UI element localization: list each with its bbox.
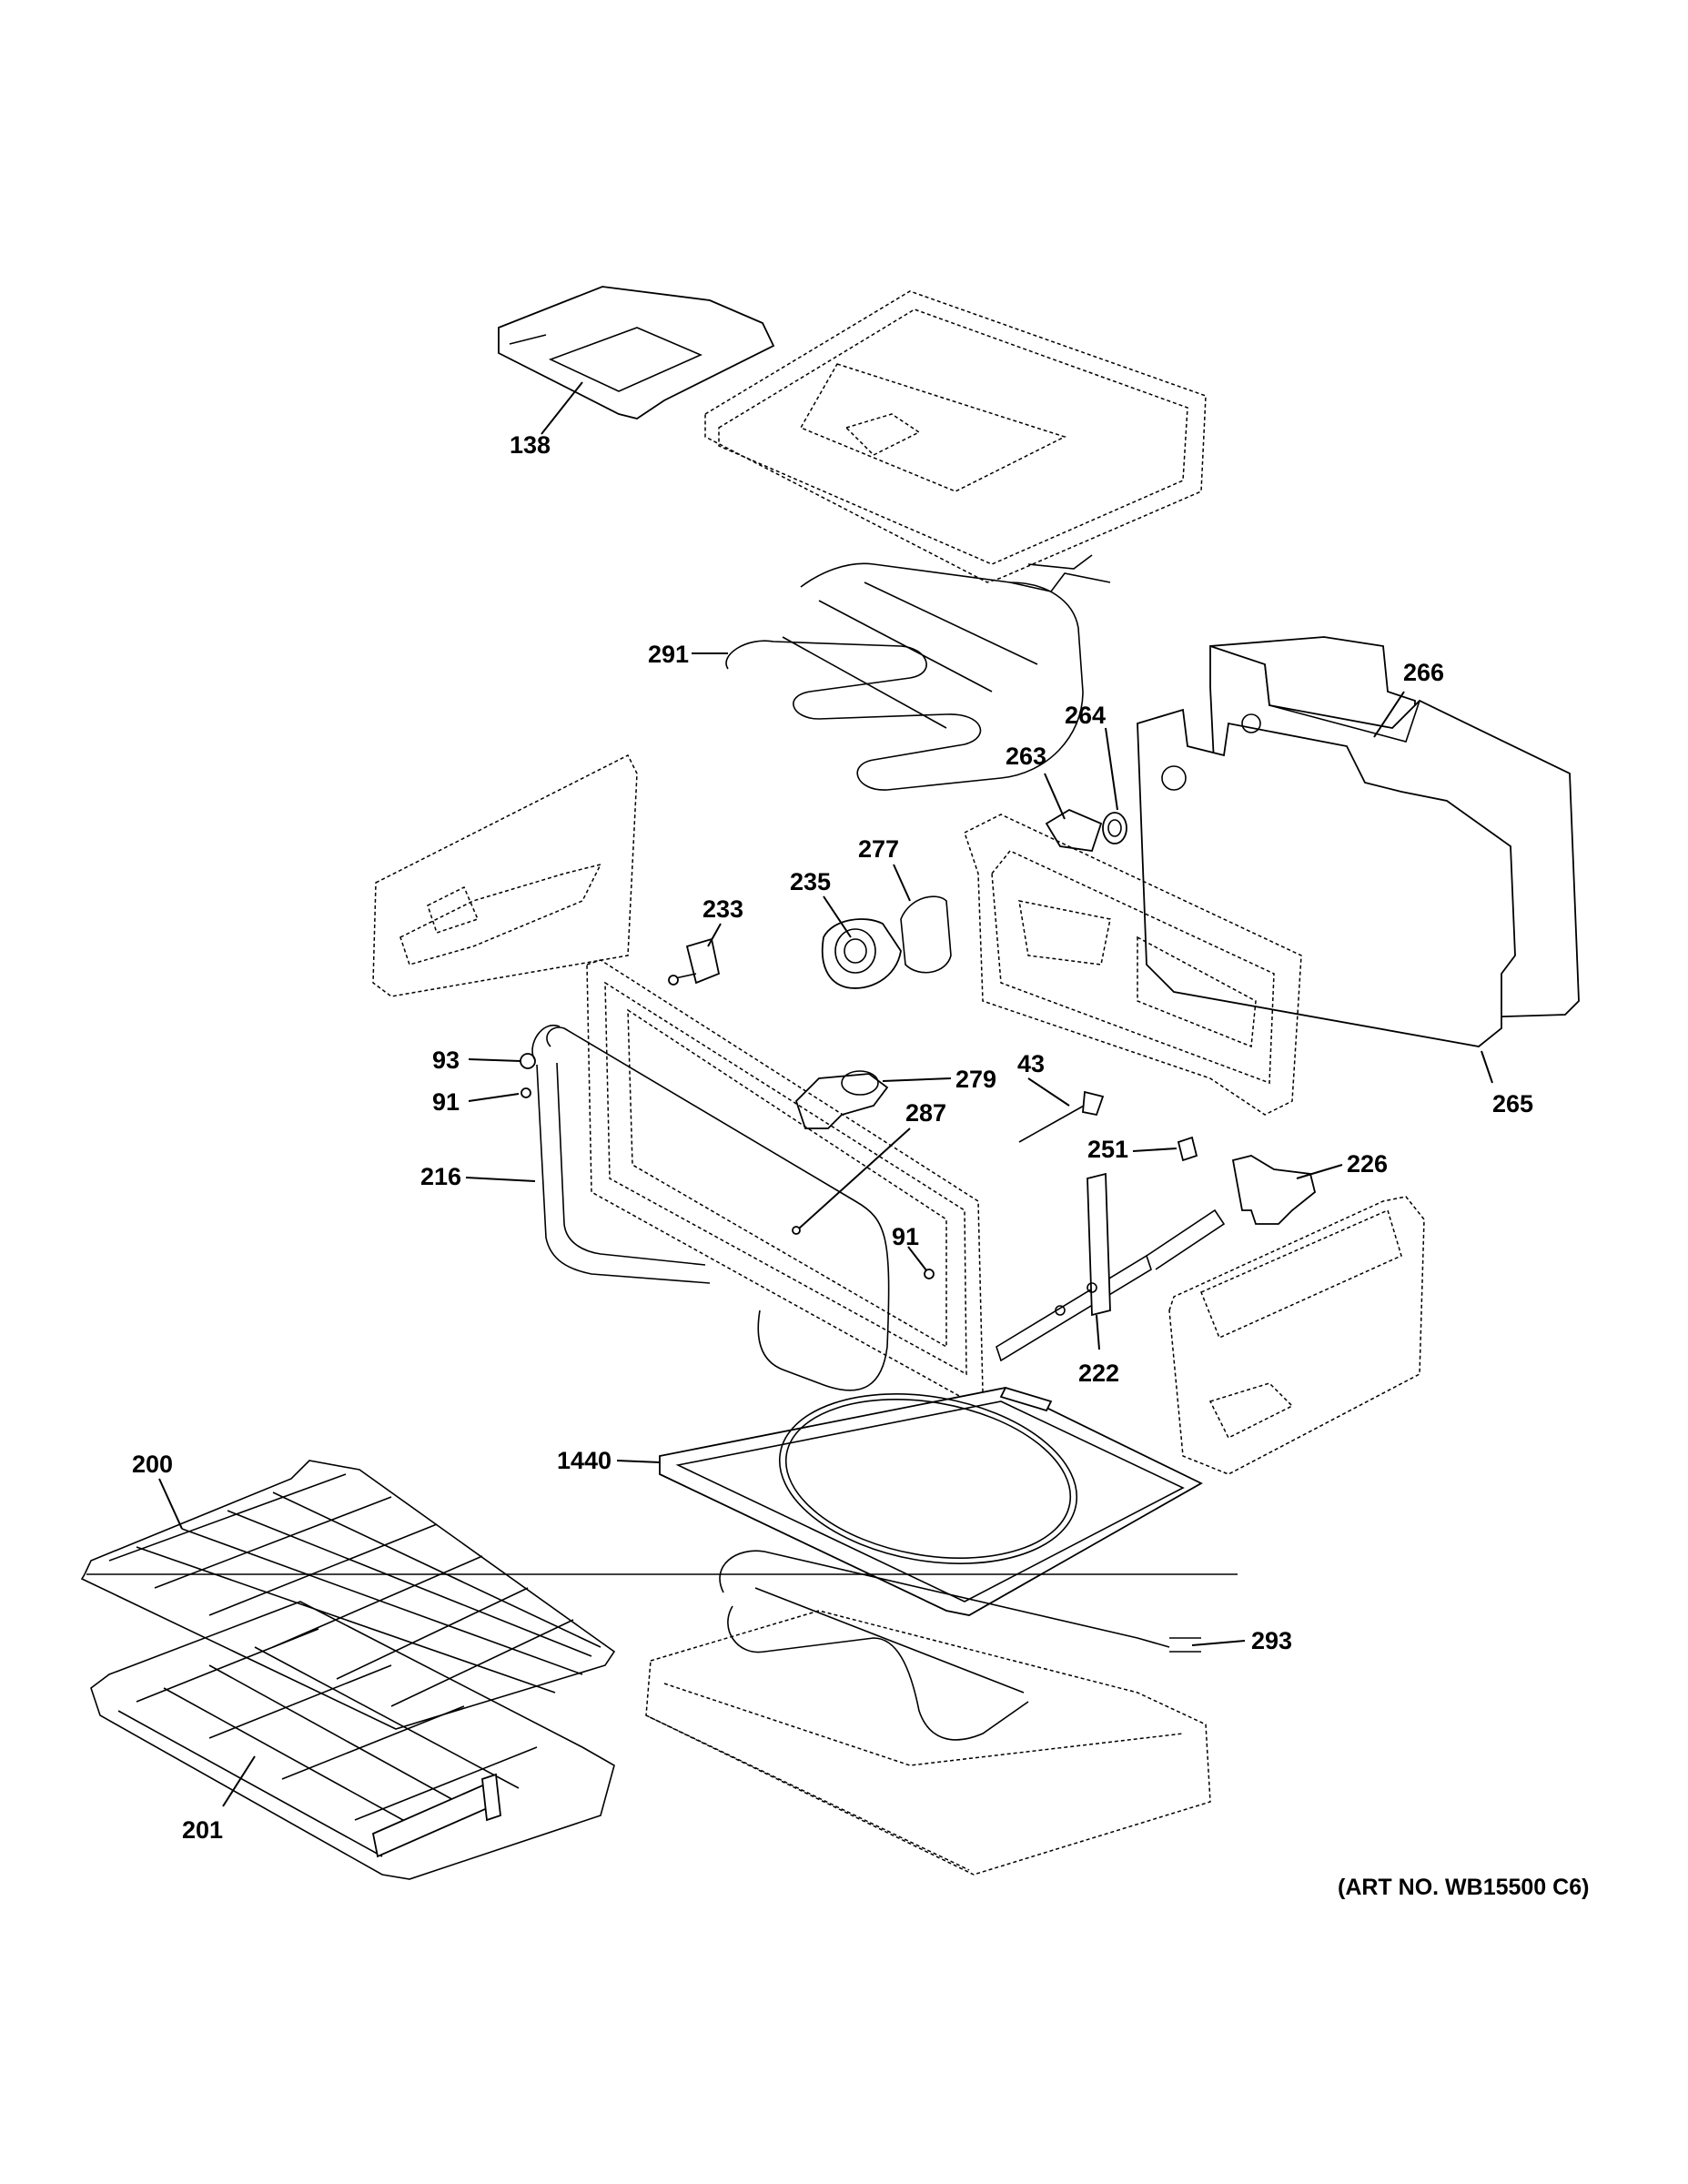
callout-287: 287 bbox=[905, 1099, 946, 1127]
part-279-lamp-holder bbox=[794, 1070, 889, 1129]
callout-200: 200 bbox=[132, 1451, 173, 1478]
callout-279: 279 bbox=[955, 1066, 996, 1093]
callout-264: 264 bbox=[1065, 702, 1106, 729]
callout-216: 216 bbox=[420, 1163, 461, 1190]
callout-226: 226 bbox=[1347, 1150, 1388, 1178]
part-235-fan-motor bbox=[821, 918, 902, 989]
part-200-oven-rack bbox=[80, 1460, 1238, 1730]
part-263-bracket bbox=[1045, 808, 1103, 852]
callout-277: 277 bbox=[858, 835, 899, 863]
part-251-bracket bbox=[1177, 1136, 1198, 1162]
part-216-door-gasket bbox=[531, 1024, 890, 1391]
part-right-side-panel bbox=[1168, 1196, 1425, 1475]
part-277-gasket bbox=[900, 895, 952, 974]
callout-93: 93 bbox=[432, 1046, 460, 1074]
part-293-bake-element bbox=[719, 1550, 1201, 1741]
part-291-broil-element bbox=[725, 554, 1111, 791]
part-left-side-panel bbox=[372, 753, 638, 997]
part-233-temp-sensor bbox=[668, 937, 721, 986]
part-226-baffle bbox=[1231, 1155, 1317, 1225]
part-rear-panel bbox=[964, 814, 1302, 1116]
callout-235: 235 bbox=[790, 868, 831, 895]
part-138-plate bbox=[498, 286, 775, 420]
part-43-rod bbox=[1018, 1090, 1105, 1143]
part-bottom-pan bbox=[645, 1610, 1211, 1876]
part-91-screw-lower bbox=[924, 1269, 935, 1279]
callout-291: 291 bbox=[648, 641, 689, 668]
callout-222: 222 bbox=[1078, 1360, 1119, 1387]
callout-labels: 138 291 266 264 263 277 235 233 279 93 9… bbox=[132, 431, 1589, 1900]
part-oven-front-frame bbox=[586, 959, 984, 1402]
part-1440-door-panel bbox=[659, 1386, 1203, 1616]
part-201-roller-rack bbox=[90, 1601, 615, 1880]
callout-251: 251 bbox=[1087, 1136, 1128, 1163]
callout-266: 266 bbox=[1403, 659, 1444, 686]
callout-293: 293 bbox=[1251, 1627, 1292, 1654]
part-oven-cavity-top bbox=[704, 290, 1207, 583]
part-264-nut bbox=[1102, 812, 1127, 844]
part-222-hinge bbox=[996, 1172, 1226, 1362]
callout-91-lower: 91 bbox=[892, 1223, 919, 1250]
callout-138: 138 bbox=[510, 431, 551, 459]
callout-233: 233 bbox=[702, 895, 743, 923]
callout-43: 43 bbox=[1017, 1050, 1045, 1077]
leader-lines bbox=[158, 381, 1493, 1807]
callout-263: 263 bbox=[1006, 743, 1046, 770]
callout-1440: 1440 bbox=[557, 1447, 612, 1474]
art-number: (ART NO. WB15500 C6) bbox=[1338, 1875, 1589, 1900]
callout-265: 265 bbox=[1492, 1090, 1533, 1117]
callout-91-upper: 91 bbox=[432, 1088, 460, 1116]
part-287-screw bbox=[792, 1226, 801, 1235]
part-265-insulation bbox=[1137, 708, 1516, 1047]
part-91-screw bbox=[521, 1087, 531, 1098]
callout-201: 201 bbox=[182, 1816, 223, 1844]
